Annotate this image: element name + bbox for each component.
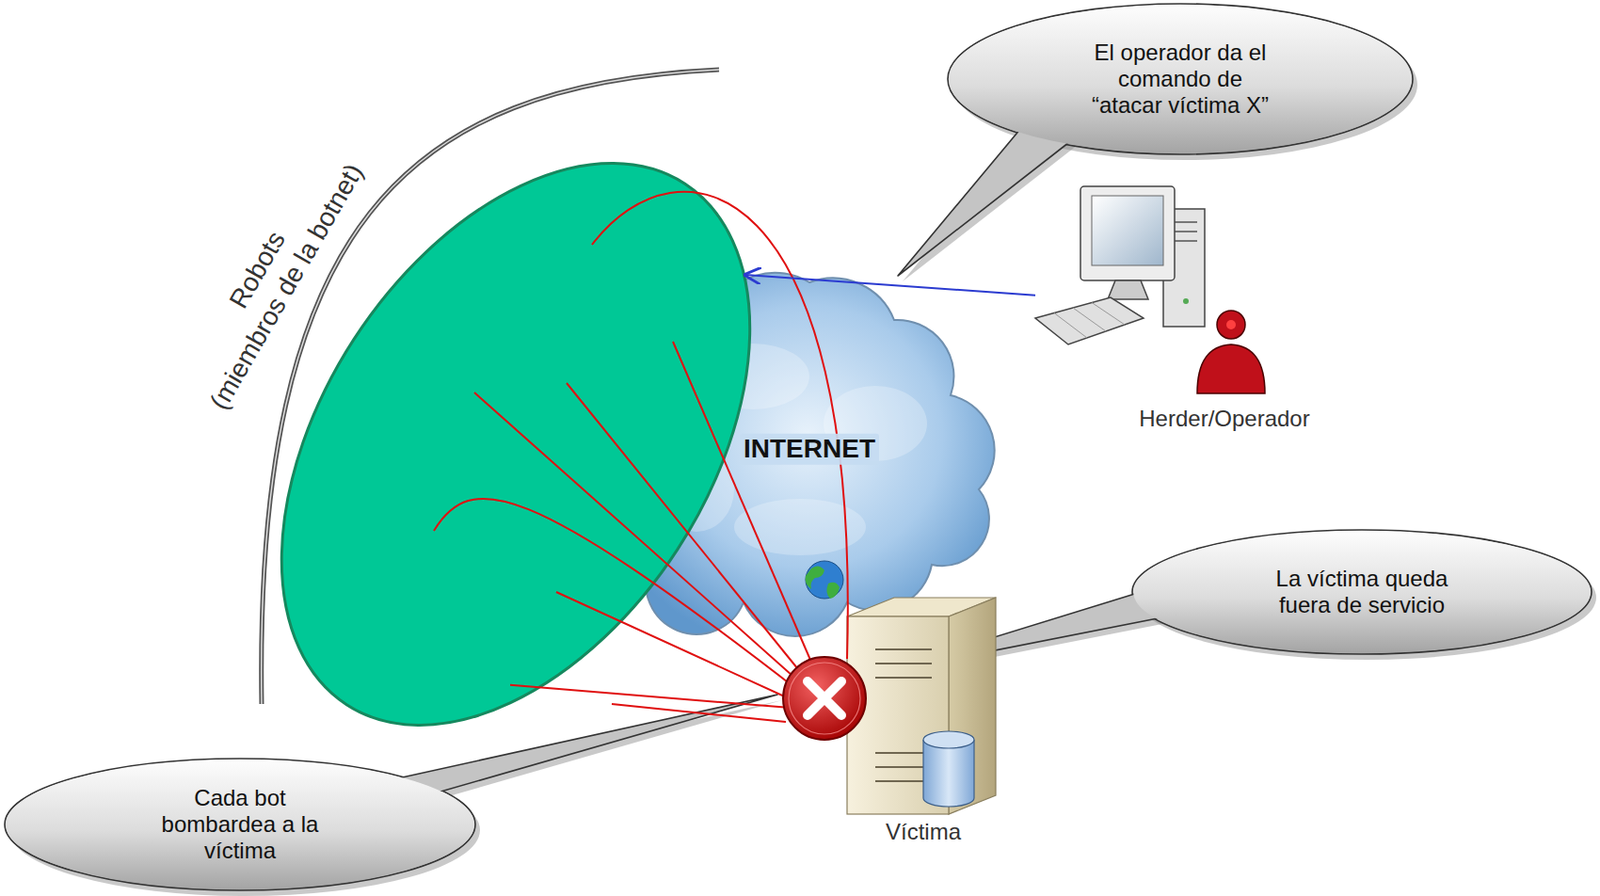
operator-station-shape [1035,183,1323,438]
victim-server: Víctima [779,592,1008,852]
server-tower [847,597,996,815]
victim-server-shape [779,592,1008,852]
tower-bays [1174,222,1198,241]
server-slot [875,648,932,651]
callout-text: Cada bot bombardea a la víctima [160,784,320,864]
botnet-group-shape [281,160,751,728]
keyboard-body [1035,297,1144,345]
callout-fill [948,4,1412,154]
callout-outline [1132,529,1592,655]
callout-fill [1133,530,1591,654]
operator-person [1197,310,1265,394]
monitor-stand [1107,280,1149,300]
callout-text: El operador da el comando de “atacar víc… [1086,39,1275,119]
callout-outline [947,3,1413,155]
group-ellipse [184,79,847,811]
attack-line [672,341,816,673]
person-head [1216,310,1246,339]
shape-group [184,79,847,811]
command-arrow [745,274,1036,296]
connectors [510,274,1036,708]
key-row [1091,303,1125,326]
callout-pointer [376,694,778,802]
shape-group [847,597,996,815]
monitor-frame [1080,186,1175,281]
shape-group [4,694,783,896]
attack-line [433,498,800,692]
globe-land [805,565,840,599]
database-body [923,739,975,807]
attack-line [566,383,806,679]
error-circle [783,656,866,740]
shape-group [897,3,1418,282]
attack-line [611,704,786,722]
person-body [1197,344,1265,394]
cloud-puff [734,498,866,556]
monitor-screen [1091,195,1164,266]
person-highlight [1226,320,1236,330]
key-row [1072,307,1106,332]
speech-callout: El operador da el comando de “atacar víc… [947,3,1413,155]
keyboard [1035,297,1144,345]
callout-fill [5,759,475,890]
key-row [1054,313,1088,339]
error-cross [807,681,842,716]
server-slot [875,676,932,679]
database-icon [923,731,975,807]
callout-pointer [897,122,1073,276]
shape-group [1035,186,1265,394]
error-rim [788,662,861,735]
server-slot [875,662,932,665]
attack-line [510,685,791,708]
node-label: Víctima [885,818,961,846]
node-label: INTERNET [739,433,880,465]
node-label: Herder/Operador [1138,405,1310,432]
attack-line [592,192,848,659]
globe-sea [805,560,844,599]
database-top [923,731,975,749]
error-icon [783,656,866,740]
monitor [1080,186,1175,300]
botnet-group: Robots(miembros de la botnet) [281,160,751,728]
attack-lines [433,192,848,722]
attack-line [474,392,801,684]
speech-callout: Cada bot bombardea a la víctima [4,758,476,891]
operator-station: Herder/Operador [1035,183,1323,438]
attack-line [556,592,801,704]
callout-text: La víctima queda fuera de servicio [1256,565,1469,619]
tower-led [1183,298,1189,304]
globe-icon [805,560,844,599]
speech-callout: La víctima queda fuera de servicio [1132,529,1592,655]
